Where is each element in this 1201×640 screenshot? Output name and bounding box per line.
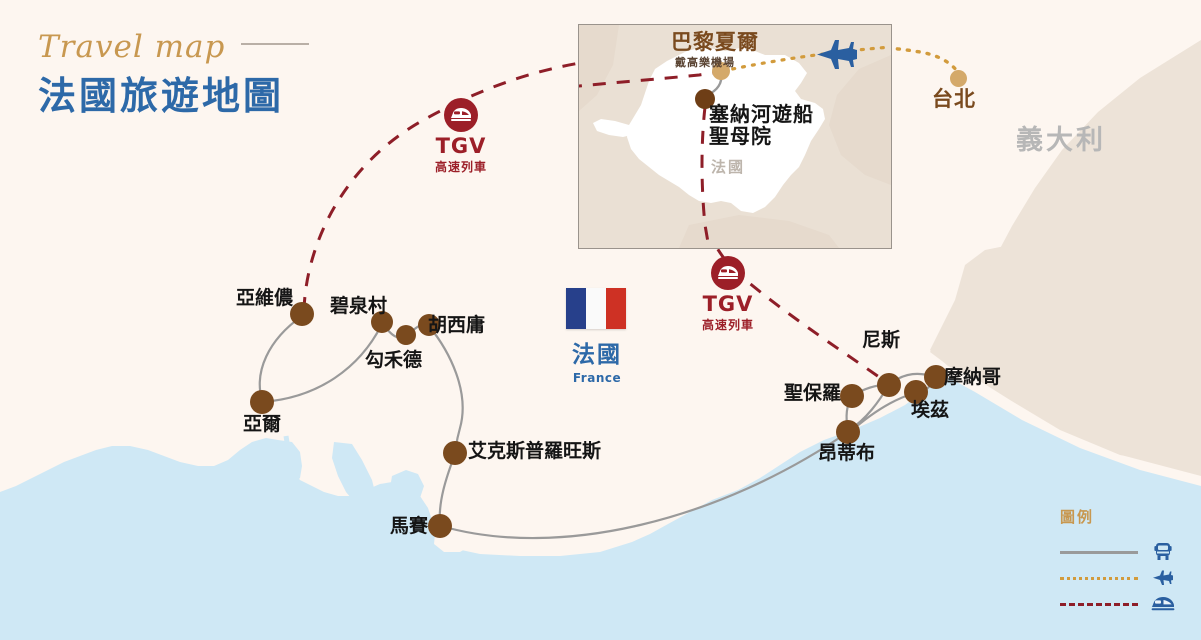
city-dot-roussillon[interactable] [418,314,440,336]
city-dot-avignon[interactable] [290,302,314,326]
tgv-sub-south: 高速列車 [701,318,754,332]
inset-route-tgv-west [579,69,728,88]
france-flag-icon [566,288,626,329]
city-label-aix: 艾克斯普羅旺斯 [468,440,602,462]
inset-brittany [593,119,631,137]
inset-neighbour-south [679,215,839,248]
legend-sample-bus [1060,550,1138,554]
city-dot-monaco[interactable] [924,365,948,389]
inset-dot-airport [712,62,730,80]
city-dot-nice[interactable] [877,373,901,397]
inset-neighbour-west [579,25,619,111]
sea-mediterranean [0,375,1201,640]
sea-inlet-camargue [272,440,302,486]
tgv-code-south: TGV [702,292,754,316]
city-label-nice: 尼斯 [862,329,901,351]
city-label-gordes: 勾禾德 [365,349,423,371]
inset-paris-stop-2: 聖母院 [709,124,772,148]
flag-label-chinese: 法國 [572,342,622,368]
city-label-arles: 亞爾 [243,413,282,435]
route-bus-arles-gordes [260,322,384,404]
city-label-taipei: 台北 [932,87,976,111]
tgv-sub-north: 高速列車 [434,160,487,174]
city-dot-gordes[interactable] [396,325,416,345]
legend: 圖例 [1060,506,1176,617]
city-label-stpaul: 聖保羅 [784,382,842,404]
route-bus-marseille-riviera [439,430,850,540]
tgv-code-north: TGV [435,134,487,158]
legend-row-train [1060,591,1176,617]
inset-dot-paris [695,89,715,109]
italy-coast-detail [930,40,1201,476]
flag-label-english: France [572,371,622,385]
city-label-avignon: 亞維儂 [236,287,294,309]
inset-airport-name: 巴黎夏爾 [671,30,759,54]
plane-icon [1150,569,1176,587]
legend-sample-train [1060,602,1138,606]
train-icon [444,98,478,132]
train-icon [711,256,745,290]
city-label-marseille: 馬賽 [390,515,429,537]
inset-france-landmass [627,47,825,213]
city-label-fontaine: 碧泉村 [330,295,388,317]
dot-taipei [950,70,967,87]
inset-airport-sub: 戴高樂機場 [675,56,735,69]
city-dot-marseille[interactable] [428,514,452,538]
plane-icon [815,38,859,76]
inset-country-label: 法國 [711,158,746,176]
city-dot-aix[interactable] [443,441,467,465]
city-dot-fontaine[interactable] [371,311,393,333]
sea-inlet-berre [332,442,376,506]
bus-icon [1150,542,1176,562]
tgv-badge-south: TGV 高速列車 [682,256,774,333]
sea-inlet-small [390,470,424,502]
sea-river-rhone [283,435,293,501]
inset-paris-stop-1: 塞納河遊船 [709,102,814,126]
title-divider [241,43,310,45]
legend-row-flight [1060,565,1176,591]
france-flag-block: 法國 France [566,288,628,385]
legend-title: 圖例 [1060,508,1095,526]
inset-route-flight-east [721,45,891,73]
page-title-block: Travel map 法國旅遊地圖 [38,29,310,118]
country-label-italy: 義大利 [1016,125,1106,156]
train-icon [1150,596,1176,612]
inset-map-france: 巴黎夏爾 戴高樂機場 塞納河遊船 聖母院 法國 [578,24,892,249]
legend-sample-flight [1060,576,1138,580]
tgv-badge-north: TGV 高速列車 [415,98,507,175]
title-chinese: 法國旅遊地圖 [38,74,285,118]
city-label-eze: 埃茲 [911,399,950,421]
title-english: Travel map [38,29,226,65]
route-tgv-paris-avignon [302,60,587,311]
city-label-antibes: 昂蒂布 [818,442,876,464]
city-dot-eze[interactable] [904,380,928,404]
legend-row-bus [1060,539,1176,565]
city-label-roussillon: 胡西庸 [428,314,486,336]
inset-neighbour-east [829,55,891,185]
city-dot-antibes[interactable] [836,420,860,444]
city-label-monaco: 摩納哥 [944,366,1002,388]
city-dot-arles[interactable] [250,390,274,414]
city-dot-stpaul[interactable] [840,384,864,408]
